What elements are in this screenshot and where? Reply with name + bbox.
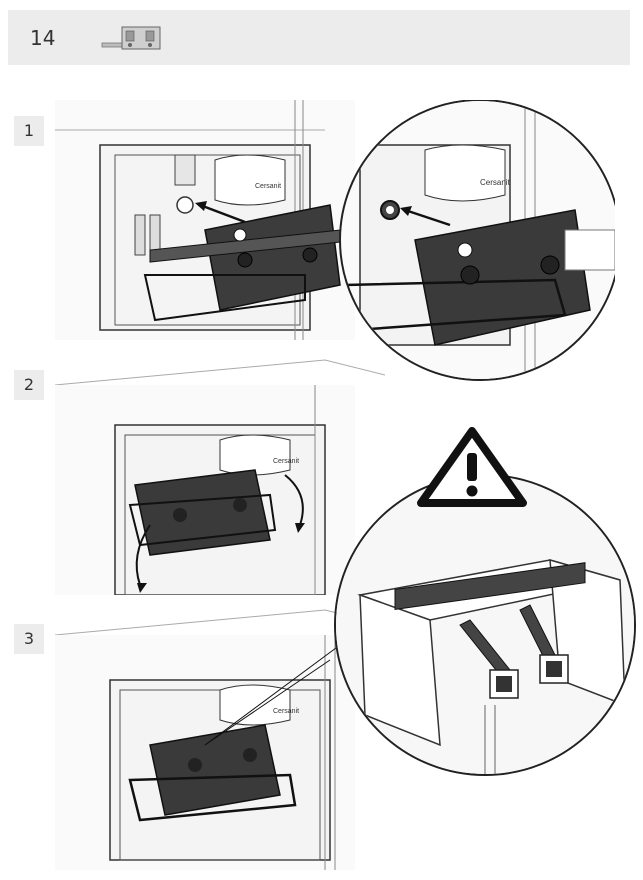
- step-header: 14: [8, 10, 630, 65]
- brand-label: Cersanit: [273, 708, 299, 715]
- brand-label: Cersanit: [273, 458, 299, 465]
- step-3-illustration: Cersanit: [55, 605, 385, 870]
- warning-triangle-icon: [417, 427, 527, 507]
- bracket-part-icon: [101, 26, 161, 50]
- step-badge-1: 1: [14, 116, 44, 146]
- step-1-illustration: Cersanit Cersanit: [55, 100, 615, 381]
- step-badge-3: 3: [14, 624, 44, 654]
- brand-label-zoom: Cersanit: [480, 178, 511, 187]
- step-number: 14: [30, 26, 56, 50]
- brand-label: Cersanit: [255, 183, 281, 190]
- warning-detail-illustration: [334, 474, 636, 776]
- step-2-illustration: Cersanit: [55, 355, 385, 595]
- step-badge-2: 2: [14, 370, 44, 400]
